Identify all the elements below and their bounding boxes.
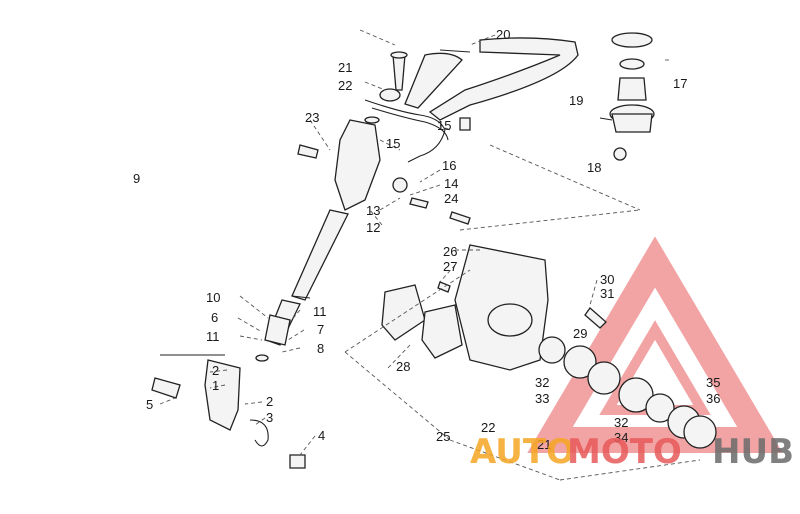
label-15-right: 15 xyxy=(437,118,451,133)
label-22-top: 22 xyxy=(338,78,352,93)
label-19: 19 xyxy=(569,93,583,108)
label-23: 23 xyxy=(305,110,319,125)
brake-pads xyxy=(381,284,463,359)
watermark-hub: HUB xyxy=(712,432,794,472)
watermark-moto: MOTO xyxy=(567,432,682,472)
label-3: 3 xyxy=(266,410,273,425)
label-18: 18 xyxy=(587,160,601,175)
label-14: 14 xyxy=(444,176,458,191)
label-35: 35 xyxy=(706,375,720,390)
label-7: 7 xyxy=(317,322,324,337)
master-cylinder-reservoir xyxy=(599,32,655,161)
label-33: 33 xyxy=(535,391,549,406)
watermark-auto: AUTO xyxy=(470,432,575,472)
watermark-text: AUTO MOTO HUB xyxy=(470,432,794,472)
caliper-body xyxy=(437,244,549,371)
label-11-right: 11 xyxy=(313,304,327,319)
label-15-left: 15 xyxy=(386,136,400,151)
label-34: 34 xyxy=(614,430,628,445)
label-29: 29 xyxy=(573,326,587,341)
label-31: 31 xyxy=(600,286,614,301)
small-hardware xyxy=(392,177,471,225)
label-5: 5 xyxy=(146,397,153,412)
label-4: 4 xyxy=(318,428,325,443)
label-12: 12 xyxy=(366,220,380,235)
label-17: 17 xyxy=(673,76,687,91)
brake-hose xyxy=(364,99,471,163)
label-36: 36 xyxy=(706,391,720,406)
label-8: 8 xyxy=(317,341,324,356)
label-25: 25 xyxy=(436,429,450,444)
label-11-left: 11 xyxy=(206,329,220,344)
label-13: 13 xyxy=(366,203,380,218)
label-2-lower: 2 xyxy=(266,394,273,409)
label-32-left: 32 xyxy=(535,375,549,390)
label-2-upper: 2 xyxy=(212,363,219,378)
label-1: 1 xyxy=(212,378,219,393)
handlebar-lever xyxy=(404,37,579,121)
label-21-bottom: 21 xyxy=(537,437,551,452)
label-10: 10 xyxy=(206,290,220,305)
label-9: 9 xyxy=(133,171,140,186)
label-27: 27 xyxy=(443,259,457,274)
label-24: 24 xyxy=(444,191,458,206)
label-20: 20 xyxy=(496,27,510,42)
label-28: 28 xyxy=(396,359,410,374)
label-16: 16 xyxy=(442,158,456,173)
leader-lines xyxy=(159,29,701,481)
label-22-bottom: 22 xyxy=(481,420,495,435)
label-30: 30 xyxy=(600,272,614,287)
lower-linkage xyxy=(151,314,306,469)
label-26: 26 xyxy=(443,244,457,259)
part-labels: 9 20 21 22 23 17 19 15 15 16 14 18 13 24… xyxy=(133,27,720,452)
label-21-top: 21 xyxy=(338,60,352,75)
label-6: 6 xyxy=(211,310,218,325)
pistons-seals xyxy=(538,307,717,449)
banjo-bolt xyxy=(364,51,408,124)
label-32-right: 32 xyxy=(614,415,628,430)
